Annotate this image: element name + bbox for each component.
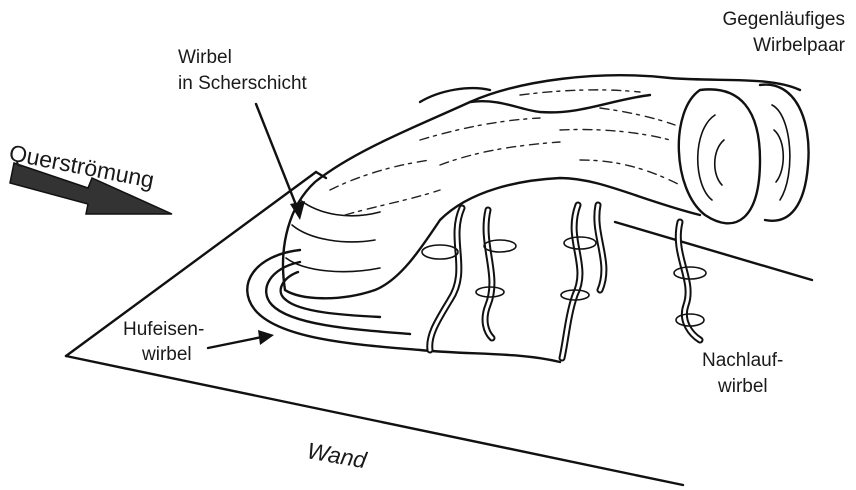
plume-ring-3 (300, 200, 380, 216)
plume-texture-2 (345, 190, 440, 215)
cvp-right-swirl-1 (772, 105, 790, 200)
horseshoe-label-line1: Hufeisen- (123, 319, 204, 340)
plume-texture-6 (560, 129, 670, 140)
wall-edge-front (66, 356, 683, 485)
plume-ring-2 (286, 258, 380, 272)
wake-swirl-1 (422, 245, 458, 259)
counter-pair-label-line2: Wirbelpaar (753, 35, 846, 56)
wake-vortices (422, 205, 706, 358)
wake-swirl-4 (674, 267, 706, 279)
horseshoe-label-line2: wirbel (141, 344, 192, 365)
cvp-left-swirl-2 (715, 140, 724, 185)
plume-texture-7 (580, 160, 680, 185)
cvp-right-swirl-2 (774, 130, 783, 182)
wake-label-line1: Nachlauf- (702, 350, 783, 371)
shear-vortex-label-line2: in Scherschicht (178, 73, 308, 94)
wake-tube-5 (678, 222, 700, 340)
plume-texture-1 (330, 160, 430, 190)
plume-texture-4 (440, 142, 560, 165)
plume-texture-5 (520, 90, 640, 95)
shear-vortex-label-line1: Wirbel (178, 47, 232, 68)
cvp-left-outline (679, 89, 760, 223)
plume-upper-ridge (420, 88, 490, 102)
plume-texture-8 (600, 108, 675, 125)
plume-top-contour (283, 75, 800, 290)
cvp-left-swirl-1 (698, 115, 715, 200)
wake-label-line2: wirbel (717, 376, 768, 397)
wall-label: Wand (305, 437, 369, 473)
plume-ring-1 (292, 225, 375, 242)
plume-fold (470, 95, 650, 112)
wake-swirl-3 (564, 237, 596, 249)
horseshoe-pointer-head (258, 330, 274, 345)
shear-vortex-pointer-line (256, 104, 298, 210)
counter-pair-label-line1: Gegenläufiges (722, 9, 845, 30)
cvp-right-outline (760, 85, 809, 221)
horseshoe-vortex (247, 250, 560, 362)
horseshoe-pointer-line (208, 337, 262, 348)
jet-plume (283, 75, 800, 298)
plume-texture-3 (420, 118, 540, 140)
wall-edge-back (615, 222, 812, 280)
counter-rotating-vortex-pair (679, 85, 809, 224)
